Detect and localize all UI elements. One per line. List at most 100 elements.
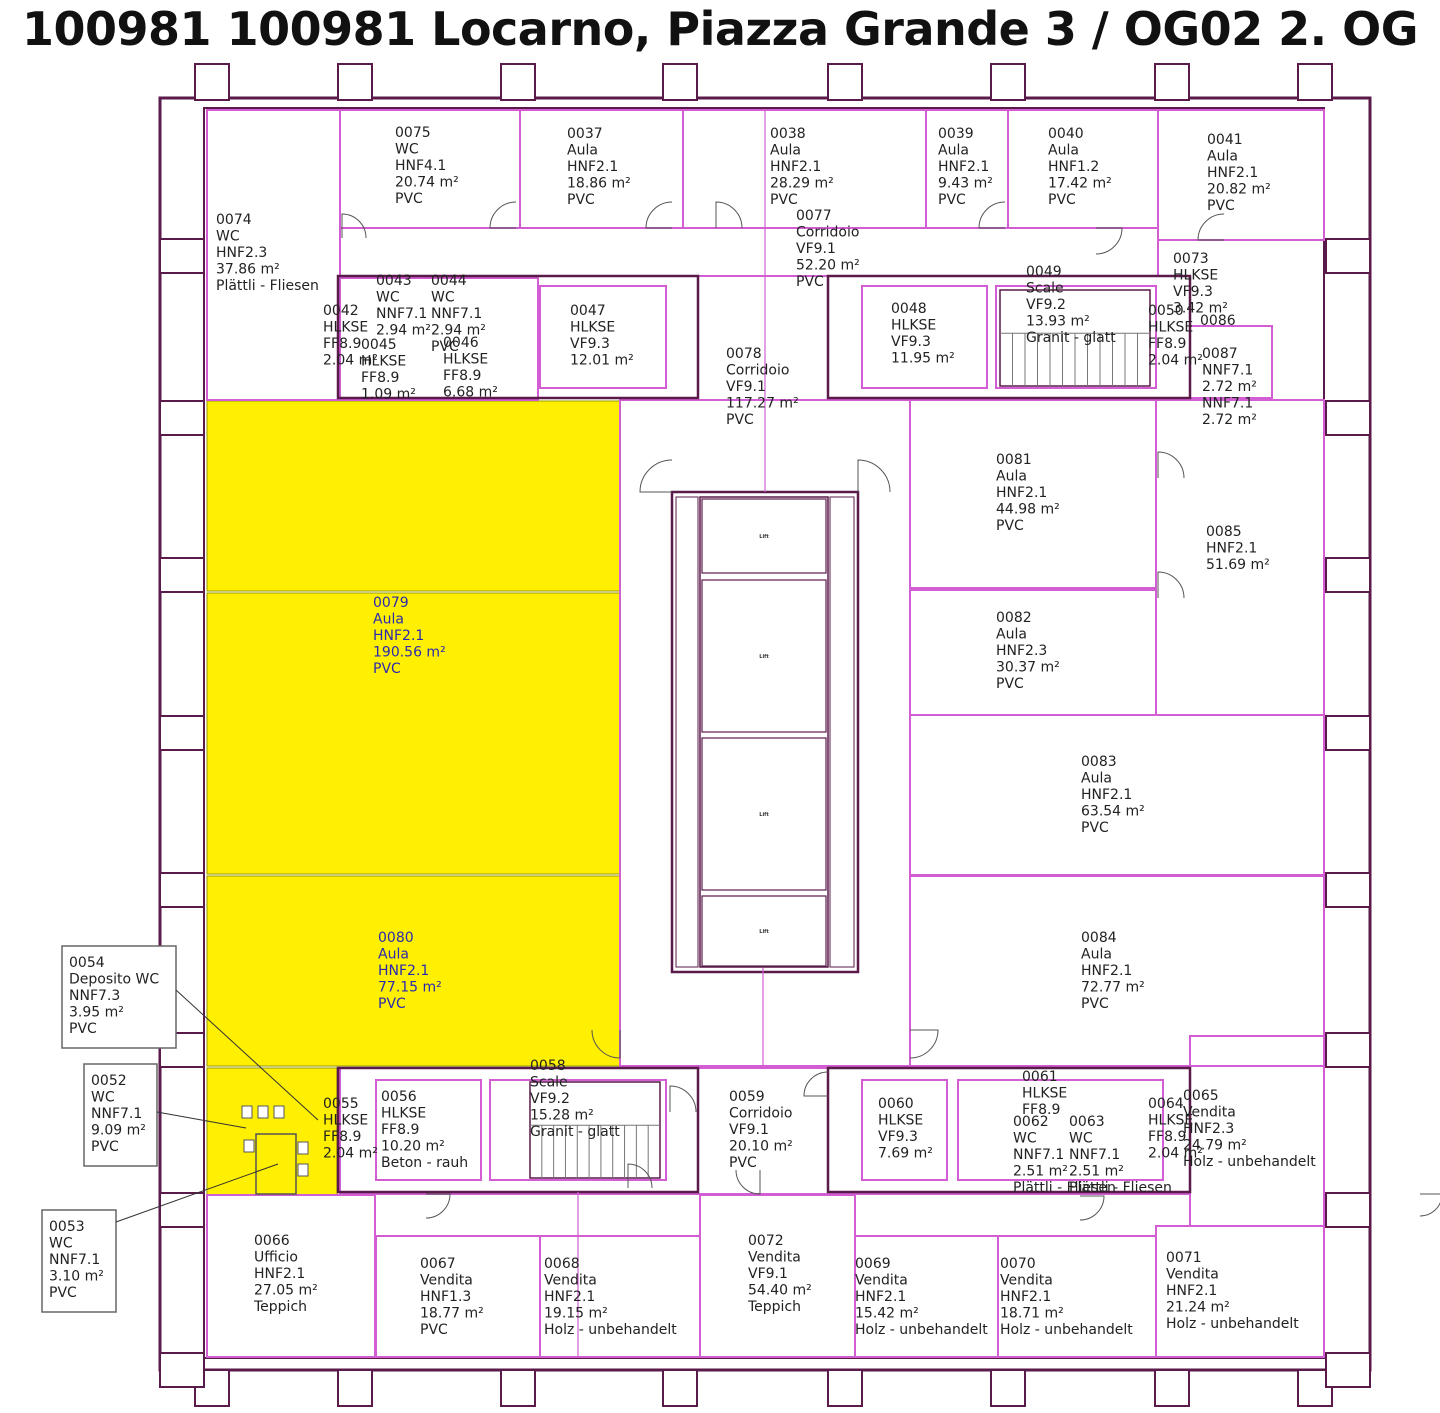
room-label-line: 27.05 m²: [254, 1283, 318, 1299]
callout-line: 3.10 m²: [49, 1269, 104, 1285]
room-label-line: Vendita: [544, 1273, 597, 1289]
lift-label: Lift: [759, 929, 769, 935]
room-label-line: PVC: [770, 192, 798, 208]
column-bottom-2: [500, 1369, 536, 1407]
door-swing-16: [1079, 1195, 1105, 1221]
column-right-1: [1325, 400, 1371, 436]
room-label-line: WC: [395, 142, 419, 158]
column-bottom-3: [662, 1369, 698, 1407]
room-label-line: 0064: [1148, 1096, 1184, 1112]
room-label-line: Corridoio: [726, 363, 789, 379]
room-label-line: Holz - unbehandelt: [544, 1322, 677, 1338]
room-label-line: 0058: [530, 1058, 566, 1074]
room-outline-22: [861, 1079, 948, 1181]
room-label-line: WC: [216, 229, 240, 245]
room-label-line: 0086: [1200, 313, 1236, 329]
room-label-line: PVC: [796, 274, 824, 290]
room-label-line: 10.20 m²: [381, 1139, 445, 1155]
room-label-line: 18.77 m²: [420, 1306, 484, 1322]
room-label-line: VF9.3: [891, 334, 931, 350]
callout-line: PVC: [91, 1139, 119, 1155]
room-label-line: Corridoio: [729, 1106, 792, 1122]
room-label-line: HNF2.1: [996, 485, 1047, 501]
callout-line: 3.95 m²: [69, 1005, 124, 1021]
room-label-line: 13.93 m²: [1026, 314, 1090, 330]
room-label-line: 54.40 m²: [748, 1283, 812, 1299]
room-label-line: 0063: [1069, 1114, 1105, 1130]
callout-leader: [175, 989, 319, 1121]
lift-label: Lift: [759, 654, 769, 660]
room-label-line: 0080: [378, 930, 414, 946]
column-top-0: [194, 63, 230, 101]
stairs-south-outline: [529, 1081, 661, 1179]
room-label-line: FF8.9: [1148, 336, 1186, 352]
room-label-line: 0079: [373, 595, 409, 611]
room-label-line: Holz - unbehandelt: [1183, 1154, 1316, 1170]
callout-box: [61, 945, 177, 1049]
door-swing-15: [803, 1071, 829, 1097]
room-label-line: 0039: [938, 126, 974, 142]
room-label-line: NNF7.1: [1202, 363, 1253, 379]
room-label-line: HLKSE: [361, 354, 406, 370]
callout-line: WC: [49, 1236, 73, 1252]
room-label-line: FF8.9: [323, 1129, 361, 1145]
room-label-line: 15.42 m²: [855, 1306, 919, 1322]
room-label-line: 0078: [726, 346, 762, 362]
room-label-line: 63.54 m²: [1081, 804, 1145, 820]
room-label-line: FF8.9: [381, 1122, 419, 1138]
callout-box: [41, 1209, 117, 1313]
room-label-line: 7.69 m²: [878, 1146, 933, 1162]
column-left-4: [159, 872, 205, 908]
room-outline-7: [339, 227, 1159, 277]
room-outline-9: [539, 285, 667, 389]
room-label-line: 30.37 m²: [996, 660, 1060, 676]
door-swing-1: [645, 201, 673, 229]
room-label-line: 0087: [1202, 346, 1238, 362]
room-label-line: VF9.1: [726, 379, 766, 395]
column-bottom-4: [827, 1369, 863, 1407]
lift-car-2: [701, 737, 827, 891]
room-label-line: 0077: [796, 208, 832, 224]
room-label-line: HLKSE: [323, 320, 368, 336]
door-swing-2: [715, 201, 743, 229]
room-label-line: 0068: [544, 1256, 580, 1272]
room-label-line: 0040: [1048, 126, 1084, 142]
column-right-6: [1325, 1192, 1371, 1228]
room-label-line: 190.56 m²: [373, 645, 446, 661]
room-label-line: 2.72 m²: [1202, 412, 1257, 428]
lift-side-left: [675, 496, 699, 968]
callout-line: NNF7.3: [69, 988, 120, 1004]
room-label-line: 1.09 m²: [361, 387, 416, 403]
room-label-line: 11.95 m²: [891, 351, 955, 367]
room-label-line: NNF7.1: [376, 306, 427, 322]
room-label-line: PVC: [395, 191, 423, 207]
fixture-2: [273, 1105, 285, 1119]
room-label-line: 2.94 m²: [431, 323, 486, 339]
room-0080-fill: [206, 875, 621, 1067]
room-label-line: 20.82 m²: [1207, 182, 1271, 198]
fixture-3: [243, 1139, 255, 1153]
callout-line: NNF7.1: [91, 1106, 142, 1122]
room-label-line: HNF2.3: [996, 643, 1047, 659]
room-label-line: FF8.9: [323, 336, 361, 352]
callout-line: WC: [91, 1090, 115, 1106]
room-label-line: HNF1.2: [1048, 159, 1099, 175]
room-label-line: HLKSE: [570, 320, 615, 336]
stairs-north: [999, 289, 1151, 387]
room-label-line: 2.04 m²: [1148, 353, 1203, 369]
room-label-line: 0045: [361, 337, 397, 353]
room-label-line: Aula: [996, 469, 1027, 485]
room-label-line: Vendita: [1166, 1267, 1219, 1283]
room-label-line: Granit - glatt: [1026, 330, 1116, 346]
